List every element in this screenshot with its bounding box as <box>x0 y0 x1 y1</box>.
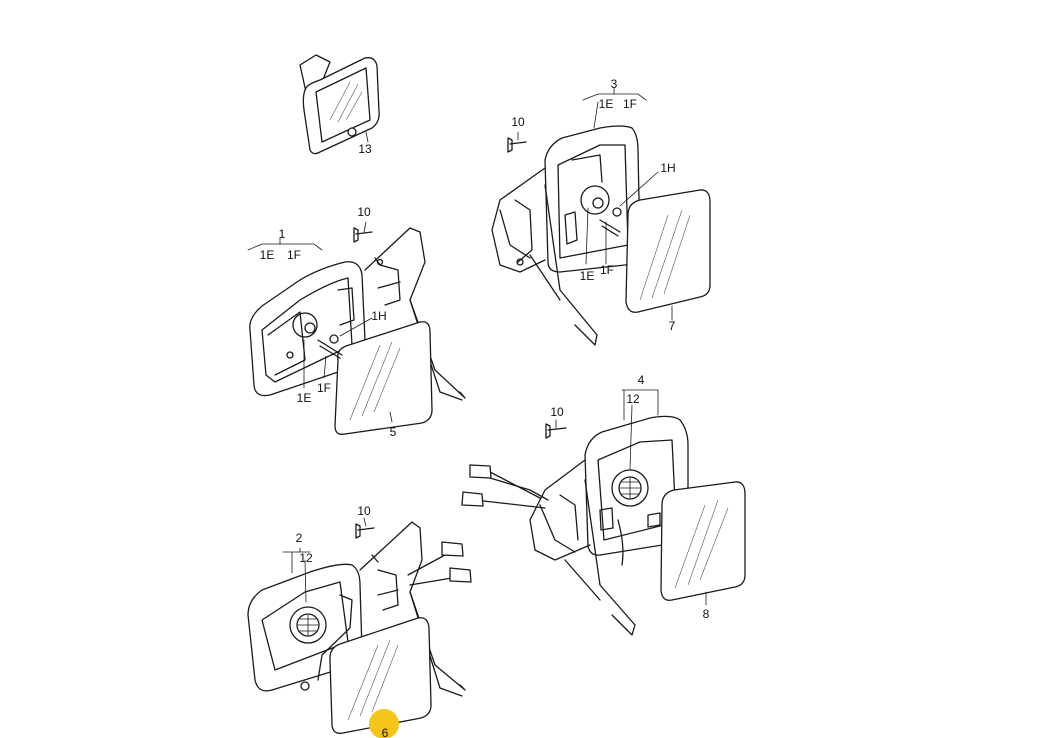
label-10-d: 10 <box>357 504 371 518</box>
label-1: 1 <box>279 227 286 241</box>
label-3: 3 <box>611 77 618 91</box>
label-10-a: 10 <box>357 205 371 219</box>
label-1f-top: 1F <box>287 248 301 262</box>
electric-mirror-left-glass <box>329 617 432 734</box>
right-mirror-glass <box>625 189 711 313</box>
left-mirror-glass <box>334 321 433 435</box>
right-mirror-arm <box>491 167 598 346</box>
label-7: 7 <box>669 319 676 333</box>
label-13: 13 <box>358 142 372 156</box>
label-1f-right-low: 1F <box>600 263 614 277</box>
label-10-c: 10 <box>550 405 564 419</box>
label-5: 5 <box>390 425 397 439</box>
label-1h-left: 1H <box>371 309 386 323</box>
electric-mirror-left-wiring <box>355 523 472 586</box>
right-mirror-housing <box>544 125 641 273</box>
label-1f-right: 1F <box>623 97 637 111</box>
label-12-left: 12 <box>299 551 313 565</box>
label-1e-left: 1E <box>297 391 312 405</box>
left-screws <box>317 227 373 359</box>
left-mirror-housing <box>249 261 366 397</box>
electric-mirror-right-glass <box>660 481 746 601</box>
label-6: 6 <box>382 726 389 738</box>
electric-mirror-right-wiring <box>461 423 567 509</box>
label-12-right: 12 <box>626 392 640 406</box>
label-8: 8 <box>703 607 710 621</box>
label-1f-left: 1F <box>317 381 331 395</box>
label-1e-top: 1E <box>260 248 275 262</box>
label-1e-right: 1E <box>599 97 614 111</box>
highlight-marker <box>369 709 399 738</box>
label-1h-right: 1H <box>660 161 675 175</box>
label-1e-right-low: 1E <box>580 269 595 283</box>
label-10-b: 10 <box>511 115 525 129</box>
interior-mirror <box>299 54 380 155</box>
electric-mirror-right-arm <box>529 459 636 636</box>
right-screws <box>507 137 622 237</box>
part-labels: 13 1 1E 1F 10 1H 1E 1F 5 3 1E 1F 10 1H 1… <box>260 77 710 738</box>
label-4: 4 <box>638 373 645 387</box>
label-2: 2 <box>296 531 303 545</box>
leader-lines <box>247 87 707 723</box>
